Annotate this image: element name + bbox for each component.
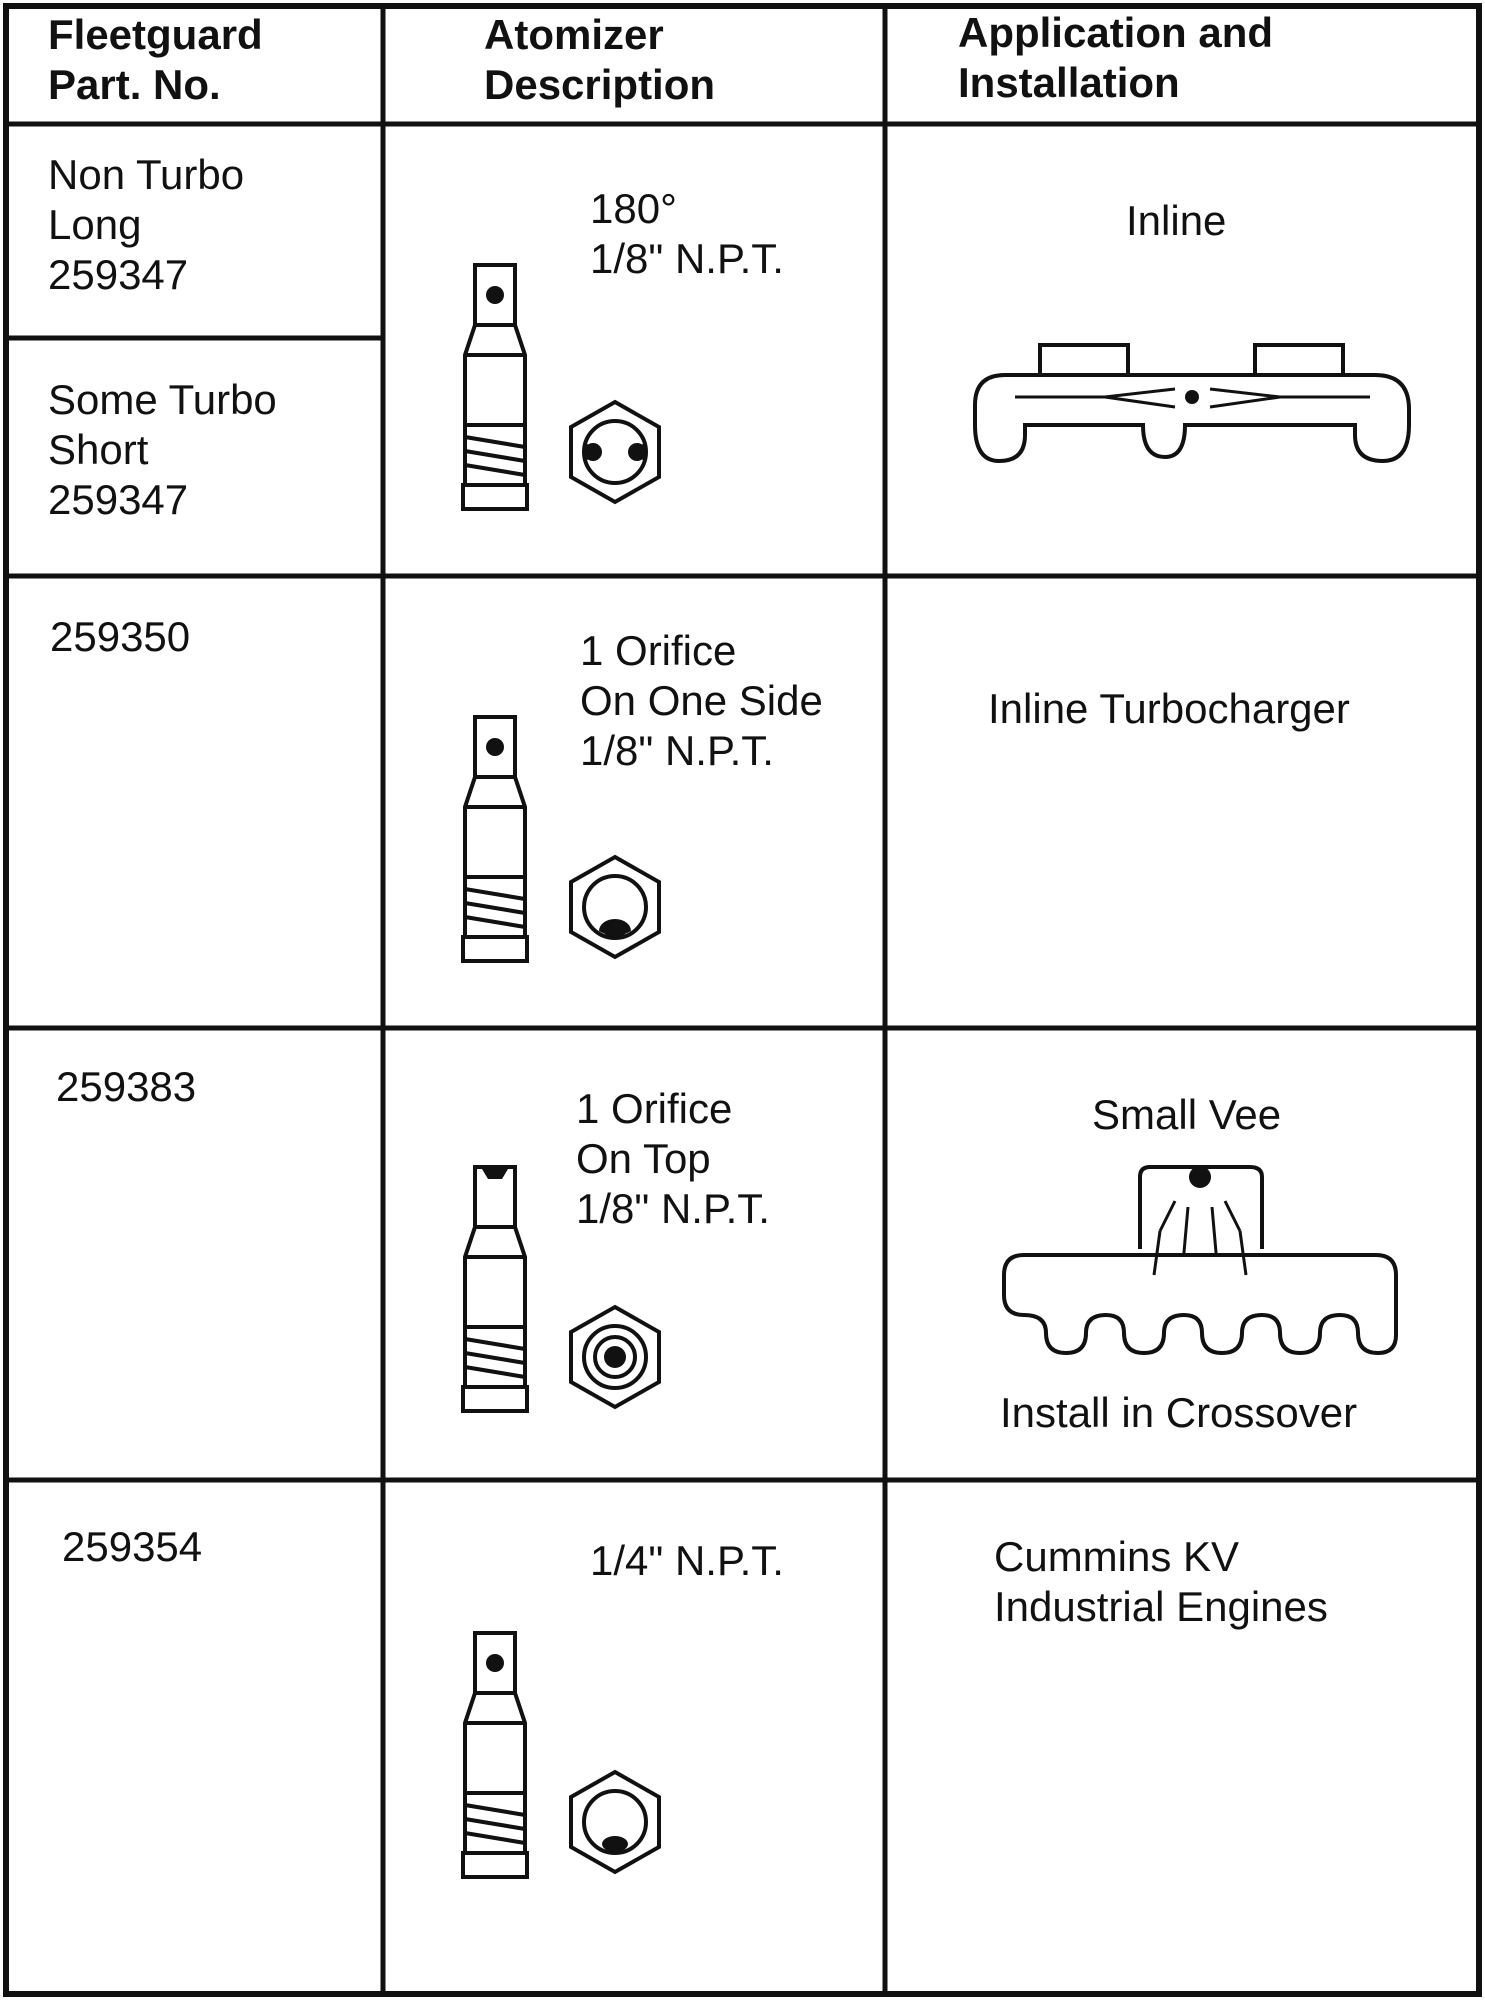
application-note: Install in Crossover [1000,1389,1358,1436]
vee-crossover-manifold-diagram [1002,1165,1398,1356]
hex-nut-end-view-icon [569,399,661,505]
inline-manifold-diagram [973,343,1411,464]
part-no-some-turbo: Some Turbo Short 259347 [48,376,277,523]
application-text: Inline Turbocharger [988,685,1350,732]
atomizer-icon [461,715,529,963]
atomizer-description: 1 Orifice On One Side 1/8" N.P.T. [580,627,823,774]
application-text: Inline [1126,197,1227,244]
application-text: Small Vee [1092,1091,1282,1138]
atomizer-icon [461,1165,529,1413]
header-description: Atomizer Description [484,11,716,108]
header-application: Application and Installation [958,9,1273,106]
part-no: 259383 [56,1063,197,1110]
atomizer-description: 180° 1/8" N.P.T. [590,185,784,282]
application-text: Cummins KV Industrial Engines [994,1533,1328,1630]
hex-nut-end-view-icon [569,1304,661,1410]
atomizer-description: 1/4" N.P.T. [590,1537,784,1584]
atomizer-icon [461,1631,529,1879]
atomizer-description: 1 Orifice On Top 1/8" N.P.T. [576,1085,770,1232]
header-part-no: Fleetguard Part. No. [48,11,263,108]
part-no-non-turbo: Non Turbo Long 259347 [48,151,245,298]
hex-nut-end-view-icon [569,1769,661,1875]
hex-nut-end-view-icon [569,854,661,960]
part-no: 259350 [50,613,191,660]
part-no: 259354 [62,1523,203,1570]
atomizer-icon [461,263,529,511]
